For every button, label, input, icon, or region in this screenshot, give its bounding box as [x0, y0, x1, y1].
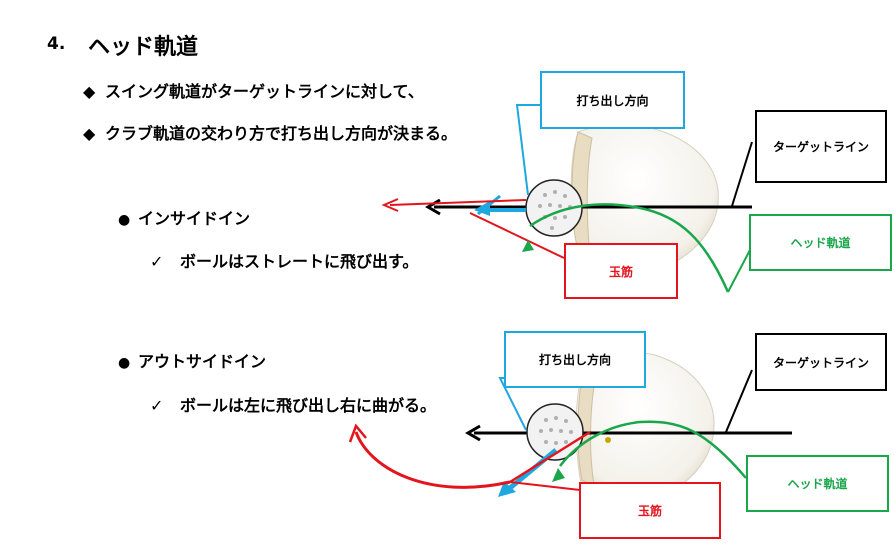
- result-text: ボールは左に飛び出し右に曲がる。: [180, 396, 437, 415]
- target-line-callout: ターゲットライン: [755, 333, 887, 391]
- ball-flight-arrow: [389, 199, 527, 206]
- bullet-text: クラブ軌道の交わり方で打ち出し方向が決まる。: [105, 124, 458, 143]
- head-path-callout: ヘッド軌道: [746, 455, 889, 512]
- diagram-inside-in: [381, 104, 753, 293]
- section-label: アウトサイドイン: [138, 352, 267, 371]
- head-path-curve: [559, 420, 747, 479]
- target-line-callout: ターゲットライン: [755, 110, 887, 183]
- result-item: ✓ ボールは左に飛び出し右に曲がる。: [150, 392, 436, 416]
- diamond-bullet-icon: ◆: [83, 82, 96, 101]
- diagram-outside-in: [348, 351, 792, 530]
- section-heading: ● アウトサイドイン: [118, 348, 266, 372]
- head-path-callout: ヘッド軌道: [749, 214, 892, 271]
- section-number: 4.: [47, 34, 66, 54]
- bullet-item: ◆ スイング軌道がターゲットラインに対して、: [83, 78, 424, 102]
- circle-bullet-icon: ●: [118, 212, 131, 228]
- check-icon: ✓: [150, 252, 164, 271]
- slice-curve: [354, 431, 511, 489]
- launch-direction-callout: 打ち出し方向: [540, 71, 685, 129]
- circle-bullet-icon: ●: [118, 355, 131, 371]
- launch-direction-callout: 打ち出し方向: [504, 331, 646, 388]
- bullet-text: スイング軌道がターゲットラインに対して、: [105, 82, 424, 101]
- ball-flight-arrow: [509, 430, 591, 484]
- bullet-item: ◆ クラブ軌道の交わり方で打ち出し方向が決まる。: [83, 120, 457, 144]
- section-heading: ● インサイドイン: [118, 205, 250, 229]
- face-callout: 玉筋: [564, 243, 678, 299]
- section-label: インサイドイン: [138, 209, 251, 228]
- diamond-bullet-icon: ◆: [83, 124, 96, 143]
- face-callout: 玉筋: [579, 482, 721, 539]
- page-title: ヘッド軌道: [88, 35, 199, 60]
- head-path-curve: [529, 203, 730, 293]
- result-item: ✓ ボールはストレートに飛び出す。: [150, 248, 418, 272]
- result-text: ボールはストレートに飛び出す。: [180, 252, 419, 271]
- check-icon: ✓: [150, 396, 164, 415]
